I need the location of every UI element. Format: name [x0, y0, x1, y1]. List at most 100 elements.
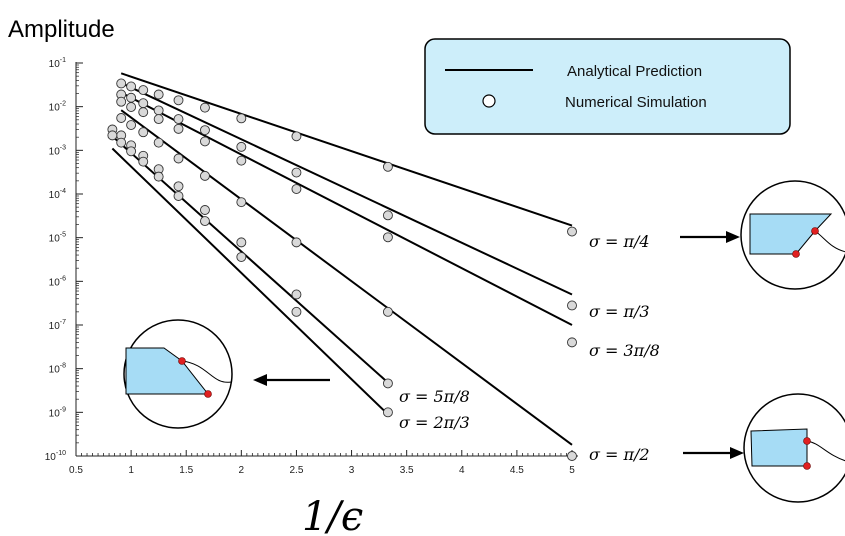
series-label: σ = π/4: [589, 232, 650, 251]
legend-label-numerical: Numerical Simulation: [565, 94, 707, 111]
simulation-point: [567, 451, 577, 461]
x-tick-label: 1: [128, 465, 134, 476]
simulation-point: [138, 107, 149, 118]
simulation-point: [382, 378, 393, 389]
y-tick-label: 10-1: [49, 57, 66, 70]
x-tick-label: 5: [569, 465, 575, 476]
simulation-point: [200, 102, 210, 113]
simulation-point: [291, 131, 302, 142]
x-tick-label: 2.5: [289, 465, 303, 476]
x-tick-label: 1.5: [179, 465, 193, 476]
x-axis-title: 1/ϵ: [302, 494, 363, 536]
y-axis-title: Amplitude: [8, 16, 115, 43]
simulation-point: [116, 96, 127, 107]
simulation-point: [126, 146, 137, 157]
series-label: σ = π/3: [589, 302, 650, 321]
simulation-point: [291, 167, 302, 178]
y-tick-label: 10-2: [49, 101, 66, 114]
x-tick-label: 4.5: [510, 465, 524, 476]
inset-red-dot: [803, 437, 811, 445]
inset-shape: [749, 213, 833, 255]
simulation-markers: [107, 78, 577, 461]
simulation-point: [138, 127, 149, 138]
y-tick-label: 10-3: [49, 144, 66, 157]
simulation-point: [382, 407, 393, 418]
simulation-point: [153, 89, 164, 100]
simulation-point: [236, 113, 247, 124]
simulation-point: [291, 184, 302, 194]
analytical-line: [120, 109, 573, 446]
simulation-point: [173, 123, 184, 134]
simulation-point: [382, 210, 393, 221]
x-tick-label: 0.5: [69, 465, 83, 476]
simulation-point: [138, 156, 149, 167]
simulation-point: [236, 155, 247, 166]
simulation-point: [107, 130, 118, 141]
simulation-point: [200, 170, 210, 181]
simulation-point: [567, 337, 577, 348]
legend: Analytical Prediction Numerical Simulati…: [424, 38, 791, 135]
simulation-point: [153, 171, 164, 182]
analytical-lines: [111, 72, 573, 446]
simulation-point: [200, 216, 210, 227]
y-tick-label: 10-5: [49, 232, 66, 245]
inset-left: [123, 319, 233, 429]
simulation-point: [126, 92, 137, 103]
y-tick-label: 10-6: [49, 275, 66, 288]
y-tick-label: 10-10: [45, 450, 66, 463]
arrowhead-left: [253, 374, 267, 386]
legend-circle-swatch: [482, 94, 496, 108]
simulation-point: [236, 197, 247, 208]
legend-label-analytical: Analytical Prediction: [567, 63, 702, 80]
simulation-point: [173, 114, 184, 125]
inset-shape: [750, 428, 808, 467]
x-tick-label: 4: [459, 465, 465, 476]
simulation-point: [126, 120, 137, 130]
simulation-point: [153, 114, 164, 125]
simulation-point: [382, 161, 393, 172]
y-tick-label: 10-7: [49, 319, 66, 332]
simulation-point: [567, 226, 577, 237]
analytical-line: [120, 82, 573, 296]
y-tick-label: 10-4: [49, 188, 66, 201]
simulation-point: [291, 289, 302, 300]
y-tick-labels: 10-1 10-2 10-3 10-4 10-5 10-6 10-7 10-8 10-9 10-1…: [45, 57, 66, 463]
simulation-point: [138, 98, 149, 109]
series-label: σ = 5π/8: [399, 387, 470, 406]
x-tick-label: 3.5: [400, 465, 414, 476]
inset-top-right: [740, 180, 845, 290]
simulation-point: [126, 81, 137, 92]
arrowhead-right-bottom: [730, 447, 744, 459]
y-tick-label: 10-8: [49, 363, 66, 376]
arrowhead-right-top: [726, 231, 740, 243]
inset-red-dot: [204, 390, 212, 398]
simulation-point: [291, 306, 302, 317]
inset-red-dot: [792, 250, 800, 258]
inset-shape: [125, 347, 210, 395]
series-label: σ = 2π/3: [399, 413, 470, 432]
analytical-line: [111, 147, 389, 416]
series-labels: σ = π/4σ = π/3σ = 3π/8σ = π/2σ = 5π/8σ =…: [399, 232, 660, 464]
simulation-point: [382, 306, 393, 317]
simulation-point: [116, 137, 127, 148]
inset-red-dot: [803, 462, 811, 470]
x-tick-labels: 0.5 1 1.5 2 2.5 3 3.5 4 4.5 5: [69, 465, 575, 476]
simulation-point: [236, 141, 247, 152]
analytical-line: [120, 72, 573, 227]
simulation-point: [116, 113, 127, 123]
x-tick-label: 3: [349, 465, 355, 476]
simulation-point: [126, 102, 137, 112]
simulation-point: [153, 137, 164, 148]
inset-bottom-right: [743, 393, 845, 503]
simulation-point: [291, 237, 302, 248]
inset-curve: [181, 360, 232, 383]
simulation-point: [236, 237, 247, 248]
simulation-point: [138, 85, 149, 96]
simulation-point: [173, 191, 184, 201]
legend-box: [424, 38, 791, 135]
y-tick-label: 10-9: [49, 406, 66, 419]
axes: [75, 62, 578, 457]
simulation-point: [173, 181, 184, 192]
x-tick-label: 2: [239, 465, 245, 476]
